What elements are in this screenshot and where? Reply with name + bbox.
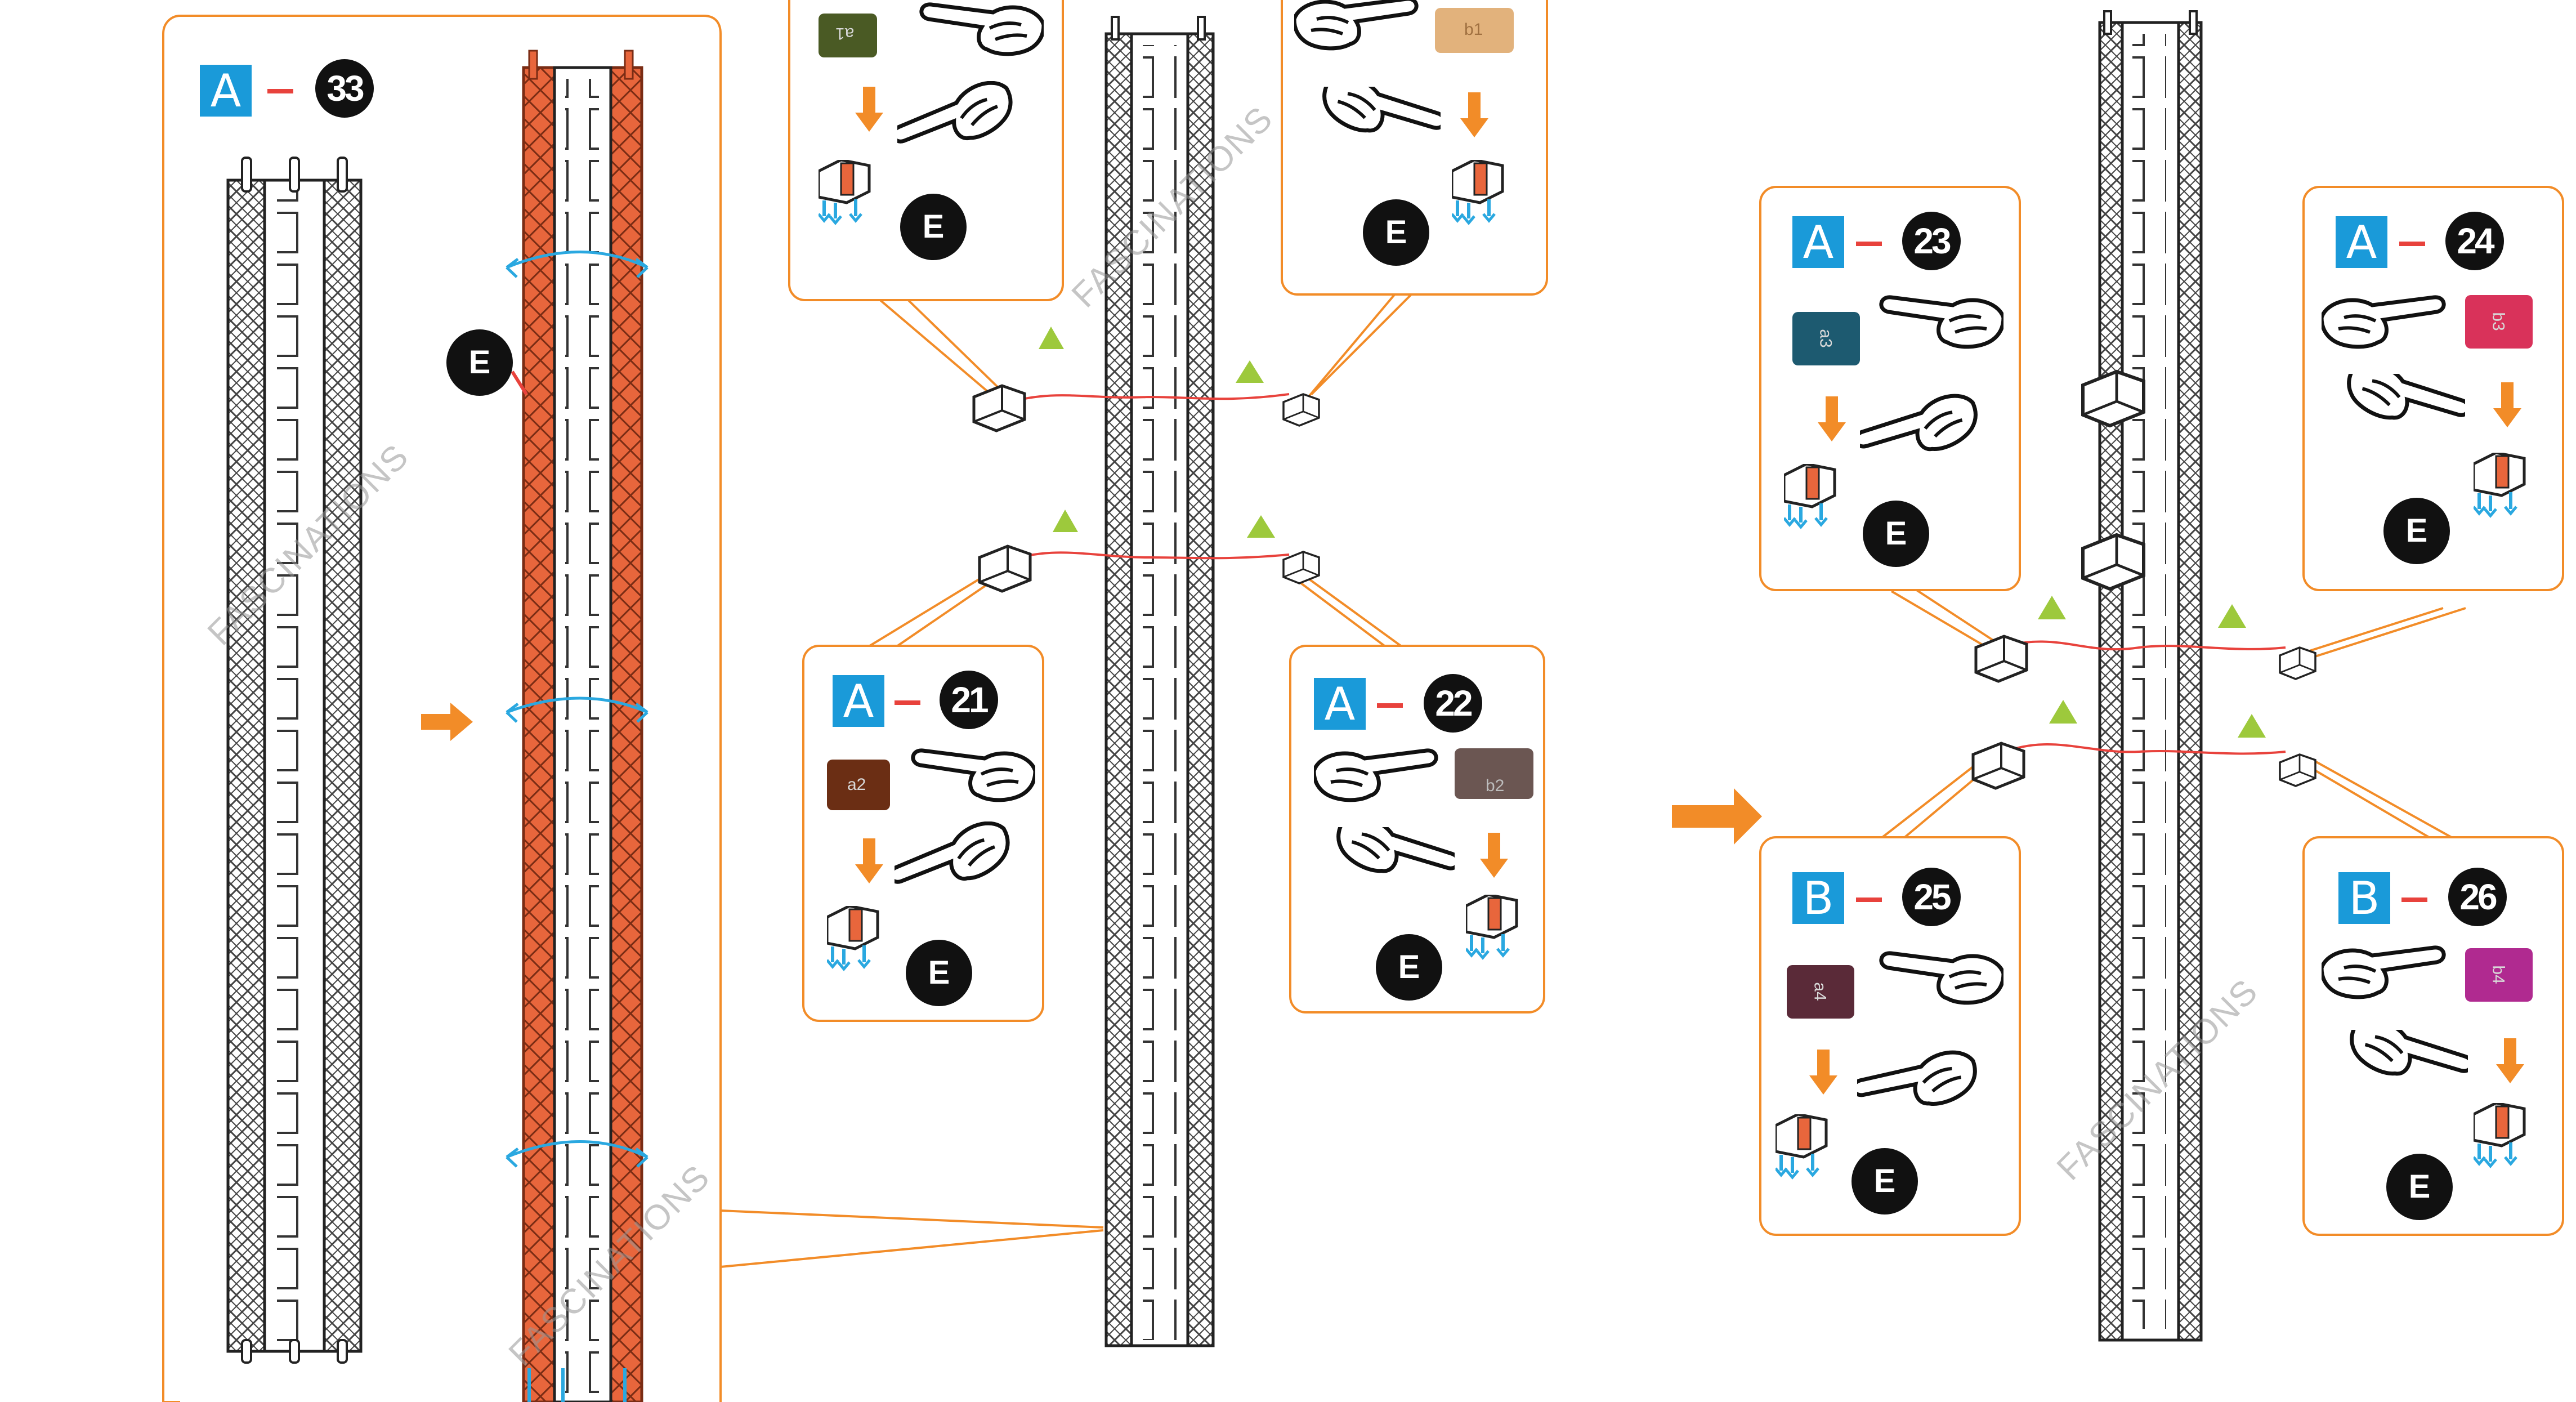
step22-letter: A xyxy=(1314,678,1366,730)
step26-letter: B xyxy=(2338,872,2390,925)
green-triangle-icon xyxy=(1039,327,1275,538)
panel-step24: A 24 b3 E xyxy=(2302,186,2564,591)
orange-arrow-icon xyxy=(421,703,473,741)
hand-pointing-icon xyxy=(2322,295,2451,357)
step22-dash xyxy=(1377,703,1403,708)
panel-step26: B 26 b4 E xyxy=(2302,836,2564,1236)
orange-arrow-icon xyxy=(855,87,883,132)
connector-e-badge: E xyxy=(906,940,972,1006)
blue-arc-indicators xyxy=(506,251,649,1168)
clip-connector-icon xyxy=(2474,1103,2535,1171)
panel-step21: A 21 a2 E xyxy=(802,645,1044,1022)
step24-letter: A xyxy=(2336,216,2387,269)
tag-b1-icon: b1 xyxy=(1435,8,1514,53)
clip-connector-icon xyxy=(2474,453,2535,520)
hand-pointing-icon xyxy=(1857,1044,1987,1128)
step26-number: 26 xyxy=(2448,868,2507,926)
rail-right xyxy=(2098,10,2203,1342)
step33-letter: A xyxy=(200,65,252,117)
connector-e-badge: E xyxy=(1363,199,1429,266)
connector-e-badge: E xyxy=(900,194,967,260)
orange-arrow-icon xyxy=(1809,1050,1837,1095)
hand-pointing-icon xyxy=(895,821,1024,906)
panel-a1: a1 E xyxy=(788,0,1064,301)
hand-pointing-icon xyxy=(1874,295,2003,357)
orange-arrow-icon xyxy=(1460,92,1488,137)
hand-pointing-icon xyxy=(2344,1030,2468,1114)
hand-pointing-icon xyxy=(2341,374,2465,458)
orange-arrow-icon xyxy=(2496,1038,2524,1083)
hand-pointing-icon xyxy=(1317,87,1441,171)
clip-connector-icon xyxy=(1784,464,1846,532)
orange-arrow-icon xyxy=(855,838,883,883)
tag-a2-icon: a2 xyxy=(827,760,890,810)
connector-e-badge: E xyxy=(1863,501,1929,567)
step23-dash xyxy=(1856,242,1882,246)
connector-e-badge: E xyxy=(446,329,513,396)
tag-b4-icon: b4 xyxy=(2465,948,2533,1002)
hand-pointing-icon xyxy=(906,748,1035,810)
panel-step23: A 23 a3 E xyxy=(1759,186,2021,591)
step21-dash xyxy=(895,700,920,705)
connector-e-badge: E xyxy=(1376,934,1442,1001)
tag-b2-icon: b2 xyxy=(1455,748,1533,799)
hand-pointing-icon xyxy=(1874,951,2003,1013)
clip-connector-icon xyxy=(819,160,880,227)
big-orange-arrow-icon xyxy=(1672,788,1762,845)
connector-e-badge: E xyxy=(2386,1154,2453,1220)
step26-dash xyxy=(2401,898,2427,902)
tag-a1-icon: a1 xyxy=(819,14,877,57)
panel-step25: B 25 a4 E xyxy=(1759,836,2021,1236)
step25-number: 25 xyxy=(1902,868,1961,926)
step23-letter: A xyxy=(1792,216,1844,269)
tag-a3-icon: a3 xyxy=(1792,312,1860,365)
rail-highlighted xyxy=(522,50,643,1402)
orange-arrow-icon xyxy=(2493,382,2521,427)
hand-pointing-icon xyxy=(1294,0,1424,59)
rail-plain xyxy=(226,157,363,1364)
step33-dash xyxy=(267,89,293,93)
hand-pointing-icon xyxy=(897,81,1027,166)
step24-number: 24 xyxy=(2445,212,2504,270)
hand-pointing-icon xyxy=(914,2,1044,64)
hand-pointing-icon xyxy=(1860,391,1989,475)
hand-pointing-icon xyxy=(1314,748,1443,810)
hand-pointing-icon xyxy=(1331,827,1455,912)
step24-dash xyxy=(2399,242,2425,246)
panel-b1: b1 E xyxy=(1281,0,1548,296)
panel-step22: A 22 b2 E xyxy=(1289,645,1545,1013)
step23-number: 23 xyxy=(1902,212,1961,270)
clip-connector-icon xyxy=(1776,1114,1837,1182)
orange-arrow-icon xyxy=(1818,396,1846,441)
clip-connector-icon xyxy=(1452,160,1514,227)
step25-letter: B xyxy=(1792,872,1844,925)
hand-pointing-icon xyxy=(2322,945,2451,1007)
step22-number: 22 xyxy=(1424,674,1482,733)
step21-letter: A xyxy=(833,675,884,727)
step33-number: 33 xyxy=(315,59,374,118)
step25-dash xyxy=(1856,898,1882,902)
clip-connector-icon xyxy=(827,906,889,974)
orange-arrow-icon xyxy=(1480,833,1508,878)
clip-connector-icon xyxy=(1466,895,1528,962)
connector-e-badge: E xyxy=(2383,498,2450,564)
step21-number: 21 xyxy=(940,671,998,729)
tag-a4-icon: a4 xyxy=(1787,965,1854,1019)
rail-middle xyxy=(1104,16,1215,1347)
connector-e-badge: E xyxy=(1852,1148,1918,1215)
tag-b3-icon: b3 xyxy=(2465,295,2533,349)
